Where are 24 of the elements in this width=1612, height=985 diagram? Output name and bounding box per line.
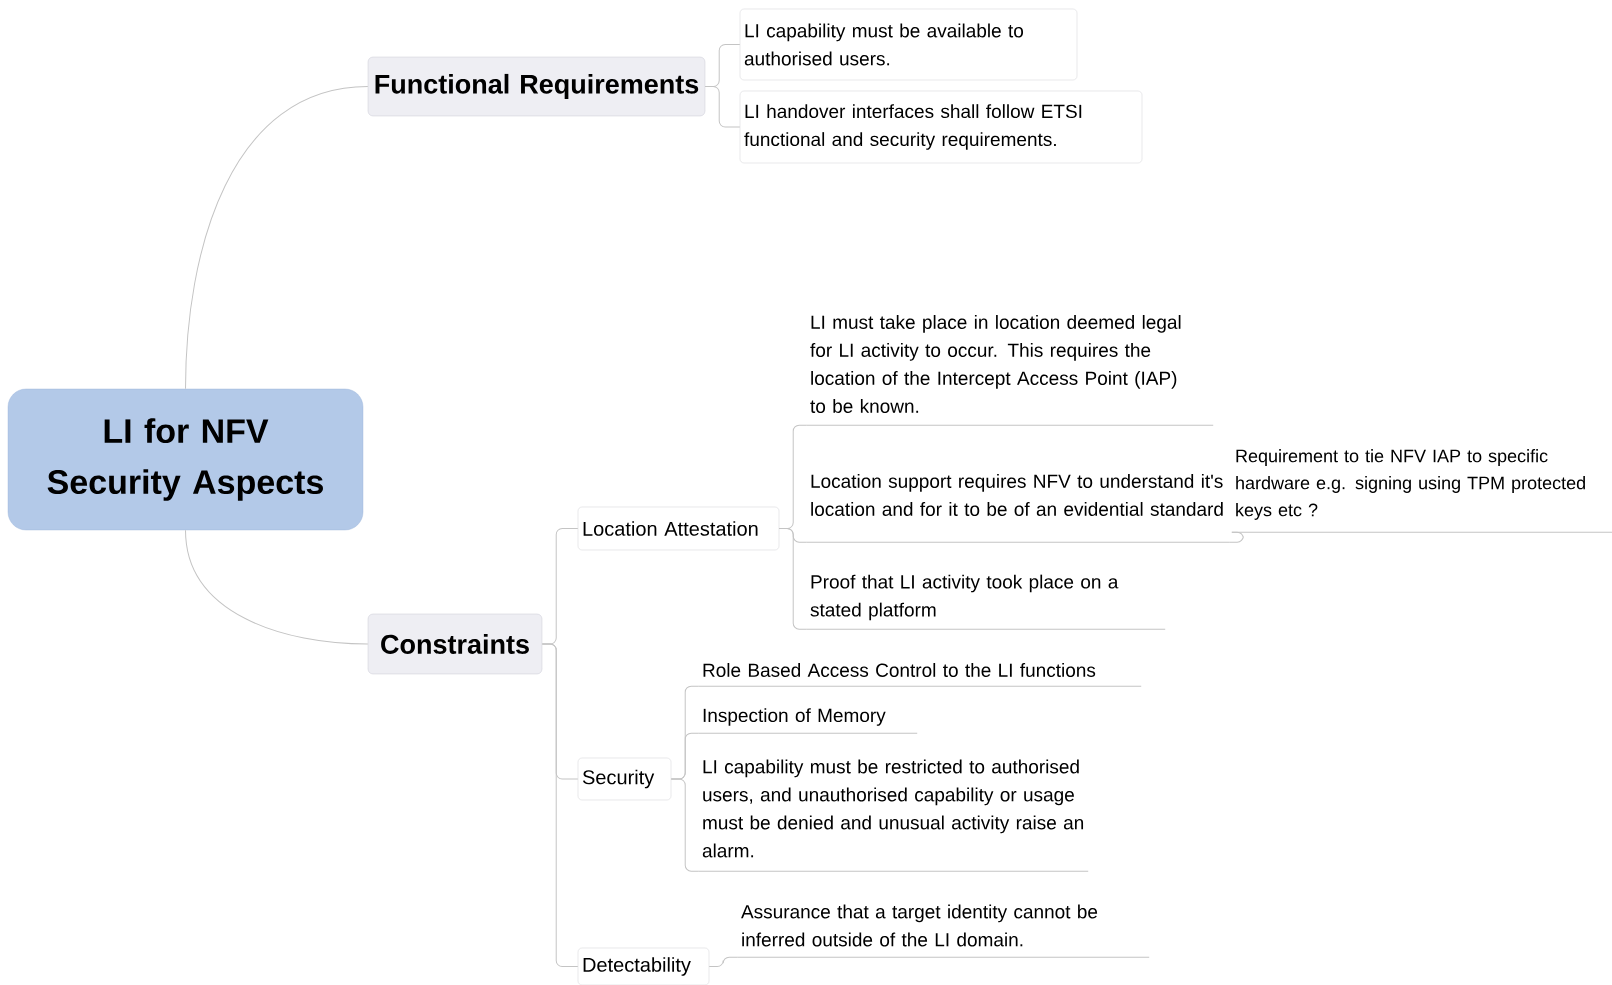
underlined-text: LI must take place in location deemed legal for LI activity to occur. This requires the location of the Intercept Access Point (IAP) to be known. bbox=[806, 315, 1214, 426]
connector-line bbox=[778, 528, 808, 630]
underlined-text: Assurance that a target identity cannot be inferred outside of the LI domain. bbox=[737, 904, 1150, 958]
topic-box: Constraints bbox=[367, 613, 543, 675]
topic-box: Location Attestation bbox=[577, 506, 780, 551]
connector-line bbox=[708, 956, 739, 967]
topic-box: Functional Requirements bbox=[367, 56, 706, 117]
topic-box: Detectability bbox=[577, 947, 710, 985]
topic-box: LI handover interfaces shall follow ETSI functional and security requirements. bbox=[739, 90, 1143, 164]
underlined-text: Requirement to tie NFV IAP to specific hardware e.g. signing using TPM protected keys etc ? bbox=[1231, 449, 1612, 533]
underlined-text: LI capability must be restricted to authorised users, and unauthorised capability or usage must be denied and unusual activity raise an alarm. bbox=[698, 759, 1089, 872]
connector-line bbox=[704, 86, 741, 128]
connector-line bbox=[670, 778, 700, 872]
underlined-text: Proof that LI activity took place on a stated platform bbox=[806, 574, 1166, 630]
underlined-text: Role Based Access Control to the LI functions bbox=[698, 663, 1142, 687]
connector-line bbox=[185, 86, 369, 390]
topic-box: LI capability must be available to authorised users. bbox=[739, 8, 1078, 81]
underlined-text: Inspection of Memory bbox=[698, 708, 918, 734]
connector-line bbox=[185, 529, 369, 645]
underlined-text: Location support requires NFV to understand it's location and for it to be of an evidential standard bbox=[806, 474, 1230, 543]
topic-box: Security bbox=[577, 757, 672, 801]
connector-line bbox=[541, 643, 579, 967]
connector-line bbox=[1228, 531, 1244, 543]
root-box: LI for NFV Security Aspects bbox=[7, 388, 364, 531]
